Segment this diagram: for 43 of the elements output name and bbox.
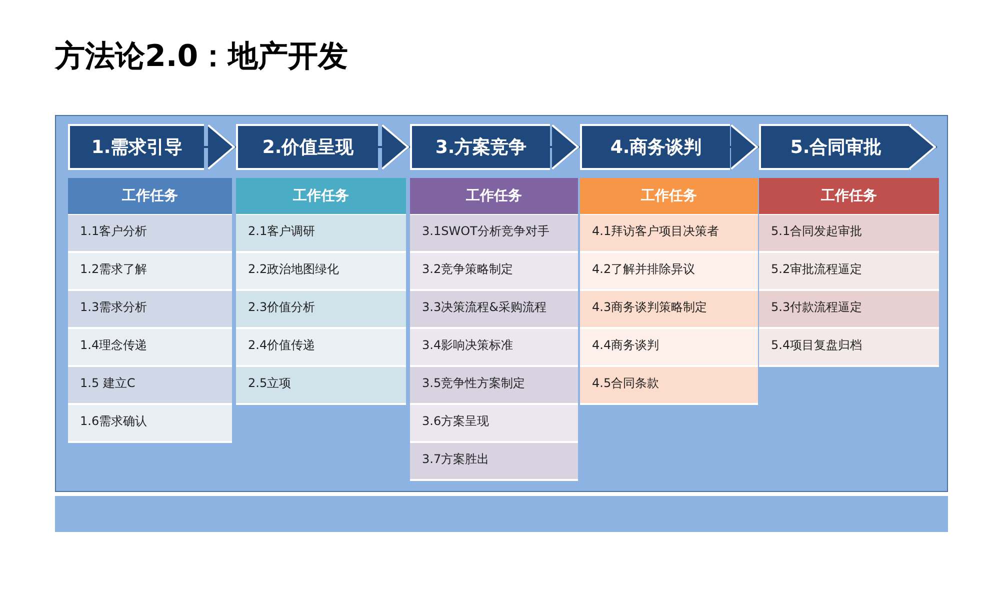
column-header: 工作任务 — [68, 178, 232, 215]
chevron-arrow — [908, 123, 938, 171]
stage-box: 2.价值呈现 — [236, 124, 378, 170]
column-header: 工作任务 — [236, 178, 406, 215]
task-row: 4.1拜访客户项目决策者 — [580, 215, 758, 253]
task-row: 2.3价值分析 — [236, 291, 406, 329]
chevron-arrow — [378, 123, 411, 171]
task-row: 1.4理念传递 — [68, 329, 232, 367]
chevron-arrow — [550, 123, 581, 171]
task-row: 4.2了解并排除异议 — [580, 253, 758, 291]
task-row: 1.5 建立C — [68, 367, 232, 405]
page-title: 方法论2.0：地产开发 — [55, 38, 348, 76]
task-row: 5.4项目复盘归档 — [759, 329, 939, 367]
task-row: 4.4商务谈判 — [580, 329, 758, 367]
chevron-arrow — [730, 123, 760, 171]
stage-box: 4.商务谈判 — [580, 124, 730, 170]
task-row: 5.1合同发起审批 — [759, 215, 939, 253]
task-row: 3.1SWOT分析竞争对手 — [410, 215, 578, 253]
task-row: 3.6方案呈现 — [410, 405, 578, 443]
task-row: 1.3需求分析 — [68, 291, 232, 329]
column-header: 工作任务 — [410, 178, 578, 215]
column-header: 工作任务 — [580, 178, 758, 215]
task-row: 2.4价值传递 — [236, 329, 406, 367]
task-row: 5.3付款流程逼定 — [759, 291, 939, 329]
task-row: 3.3决策流程&采购流程 — [410, 291, 578, 329]
task-row: 4.3商务谈判策略制定 — [580, 291, 758, 329]
chevron-arrow — [204, 123, 237, 171]
task-row: 3.4影响决策标准 — [410, 329, 578, 367]
task-row: 1.1客户分析 — [68, 215, 232, 253]
task-row: 1.2需求了解 — [68, 253, 232, 291]
task-row: 2.2政治地图绿化 — [236, 253, 406, 291]
stage-box: 1.需求引导 — [68, 124, 204, 170]
task-row: 2.1客户调研 — [236, 215, 406, 253]
task-row: 5.2审批流程逼定 — [759, 253, 939, 291]
task-row: 3.7方案胜出 — [410, 443, 578, 481]
column-header: 工作任务 — [759, 178, 939, 215]
task-row: 3.5竞争性方案制定 — [410, 367, 578, 405]
task-row: 3.2竞争策略制定 — [410, 253, 578, 291]
task-row: 2.5立项 — [236, 367, 406, 405]
stage-box: 5.合同审批 — [759, 124, 911, 170]
stage-box: 3.方案竞争 — [410, 124, 550, 170]
task-row: 4.5合同条款 — [580, 367, 758, 405]
task-row: 1.6需求确认 — [68, 405, 232, 443]
